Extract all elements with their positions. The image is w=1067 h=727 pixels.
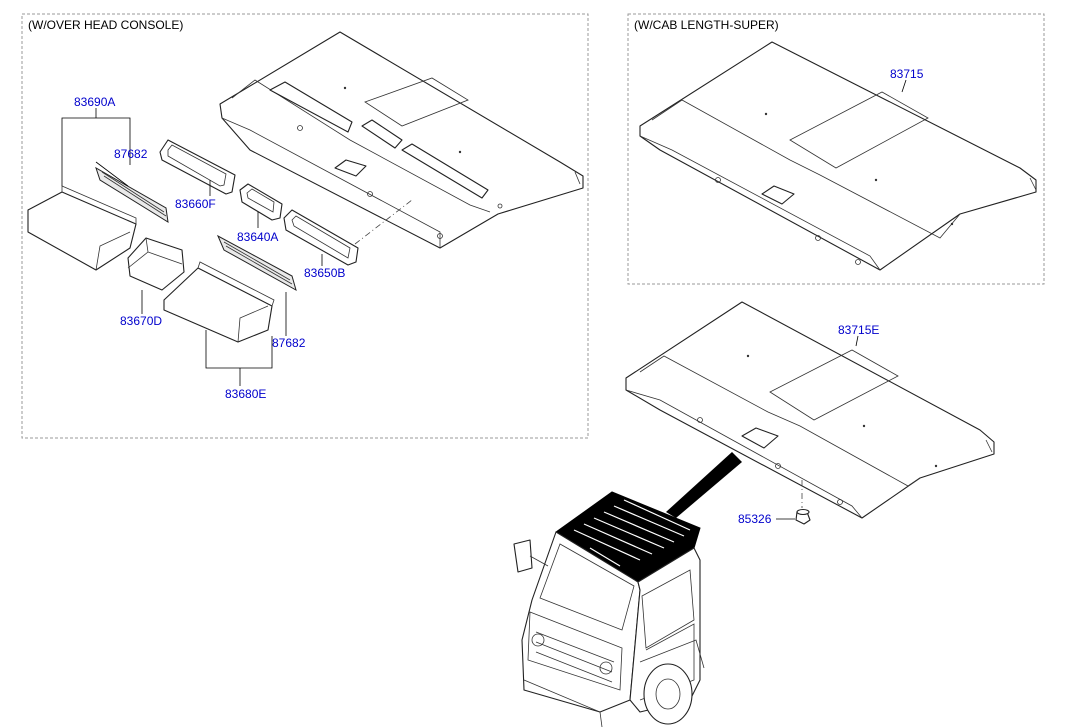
part-83690A bbox=[27, 185, 137, 271]
label-83715: 83715 bbox=[890, 67, 924, 81]
roof-pointer bbox=[666, 452, 742, 518]
cab-length-super-title: (W/CAB LENGTH-SUPER) bbox=[634, 18, 779, 32]
cab-length-super-frame bbox=[627, 13, 1045, 285]
headliner-83715 bbox=[639, 41, 1037, 271]
label-87682-top: 87682 bbox=[114, 147, 148, 161]
part-83670D bbox=[127, 237, 185, 291]
overhead-console-frame bbox=[21, 13, 589, 439]
part-83660F bbox=[159, 139, 236, 195]
label-83690A: 83690A bbox=[74, 95, 115, 109]
leader-83715 bbox=[901, 79, 907, 93]
overhead-console-title: (W/OVER HEAD CONSOLE) bbox=[28, 18, 183, 32]
overhead-console-panel: (W/OVER HEAD CONSOLE) bbox=[21, 13, 589, 439]
headliner-83715E bbox=[625, 301, 995, 519]
label-87682-bottom: 87682 bbox=[272, 336, 306, 350]
headliner-console bbox=[219, 31, 584, 249]
leader-lines-console bbox=[61, 108, 323, 386]
label-83680E: 83680E bbox=[225, 387, 266, 401]
label-83650B: 83650B bbox=[304, 266, 345, 280]
label-83670D: 83670D bbox=[120, 314, 162, 328]
part-85326 bbox=[795, 480, 811, 525]
label-83660F: 83660F bbox=[175, 197, 216, 211]
part-83680E bbox=[163, 261, 275, 343]
label-85326: 85326 bbox=[738, 512, 772, 526]
part-87682-bottom bbox=[216, 234, 297, 292]
cab-length-super-panel: (W/CAB LENGTH-SUPER) 83715 bbox=[627, 13, 1045, 285]
leader-83715E bbox=[855, 335, 859, 347]
part-83650B bbox=[283, 209, 359, 266]
part-83640A bbox=[239, 183, 283, 221]
truck-cab bbox=[513, 491, 705, 727]
part-87682-top bbox=[95, 166, 169, 223]
label-83715E: 83715E bbox=[838, 323, 879, 337]
label-83640A: 83640A bbox=[237, 230, 278, 244]
